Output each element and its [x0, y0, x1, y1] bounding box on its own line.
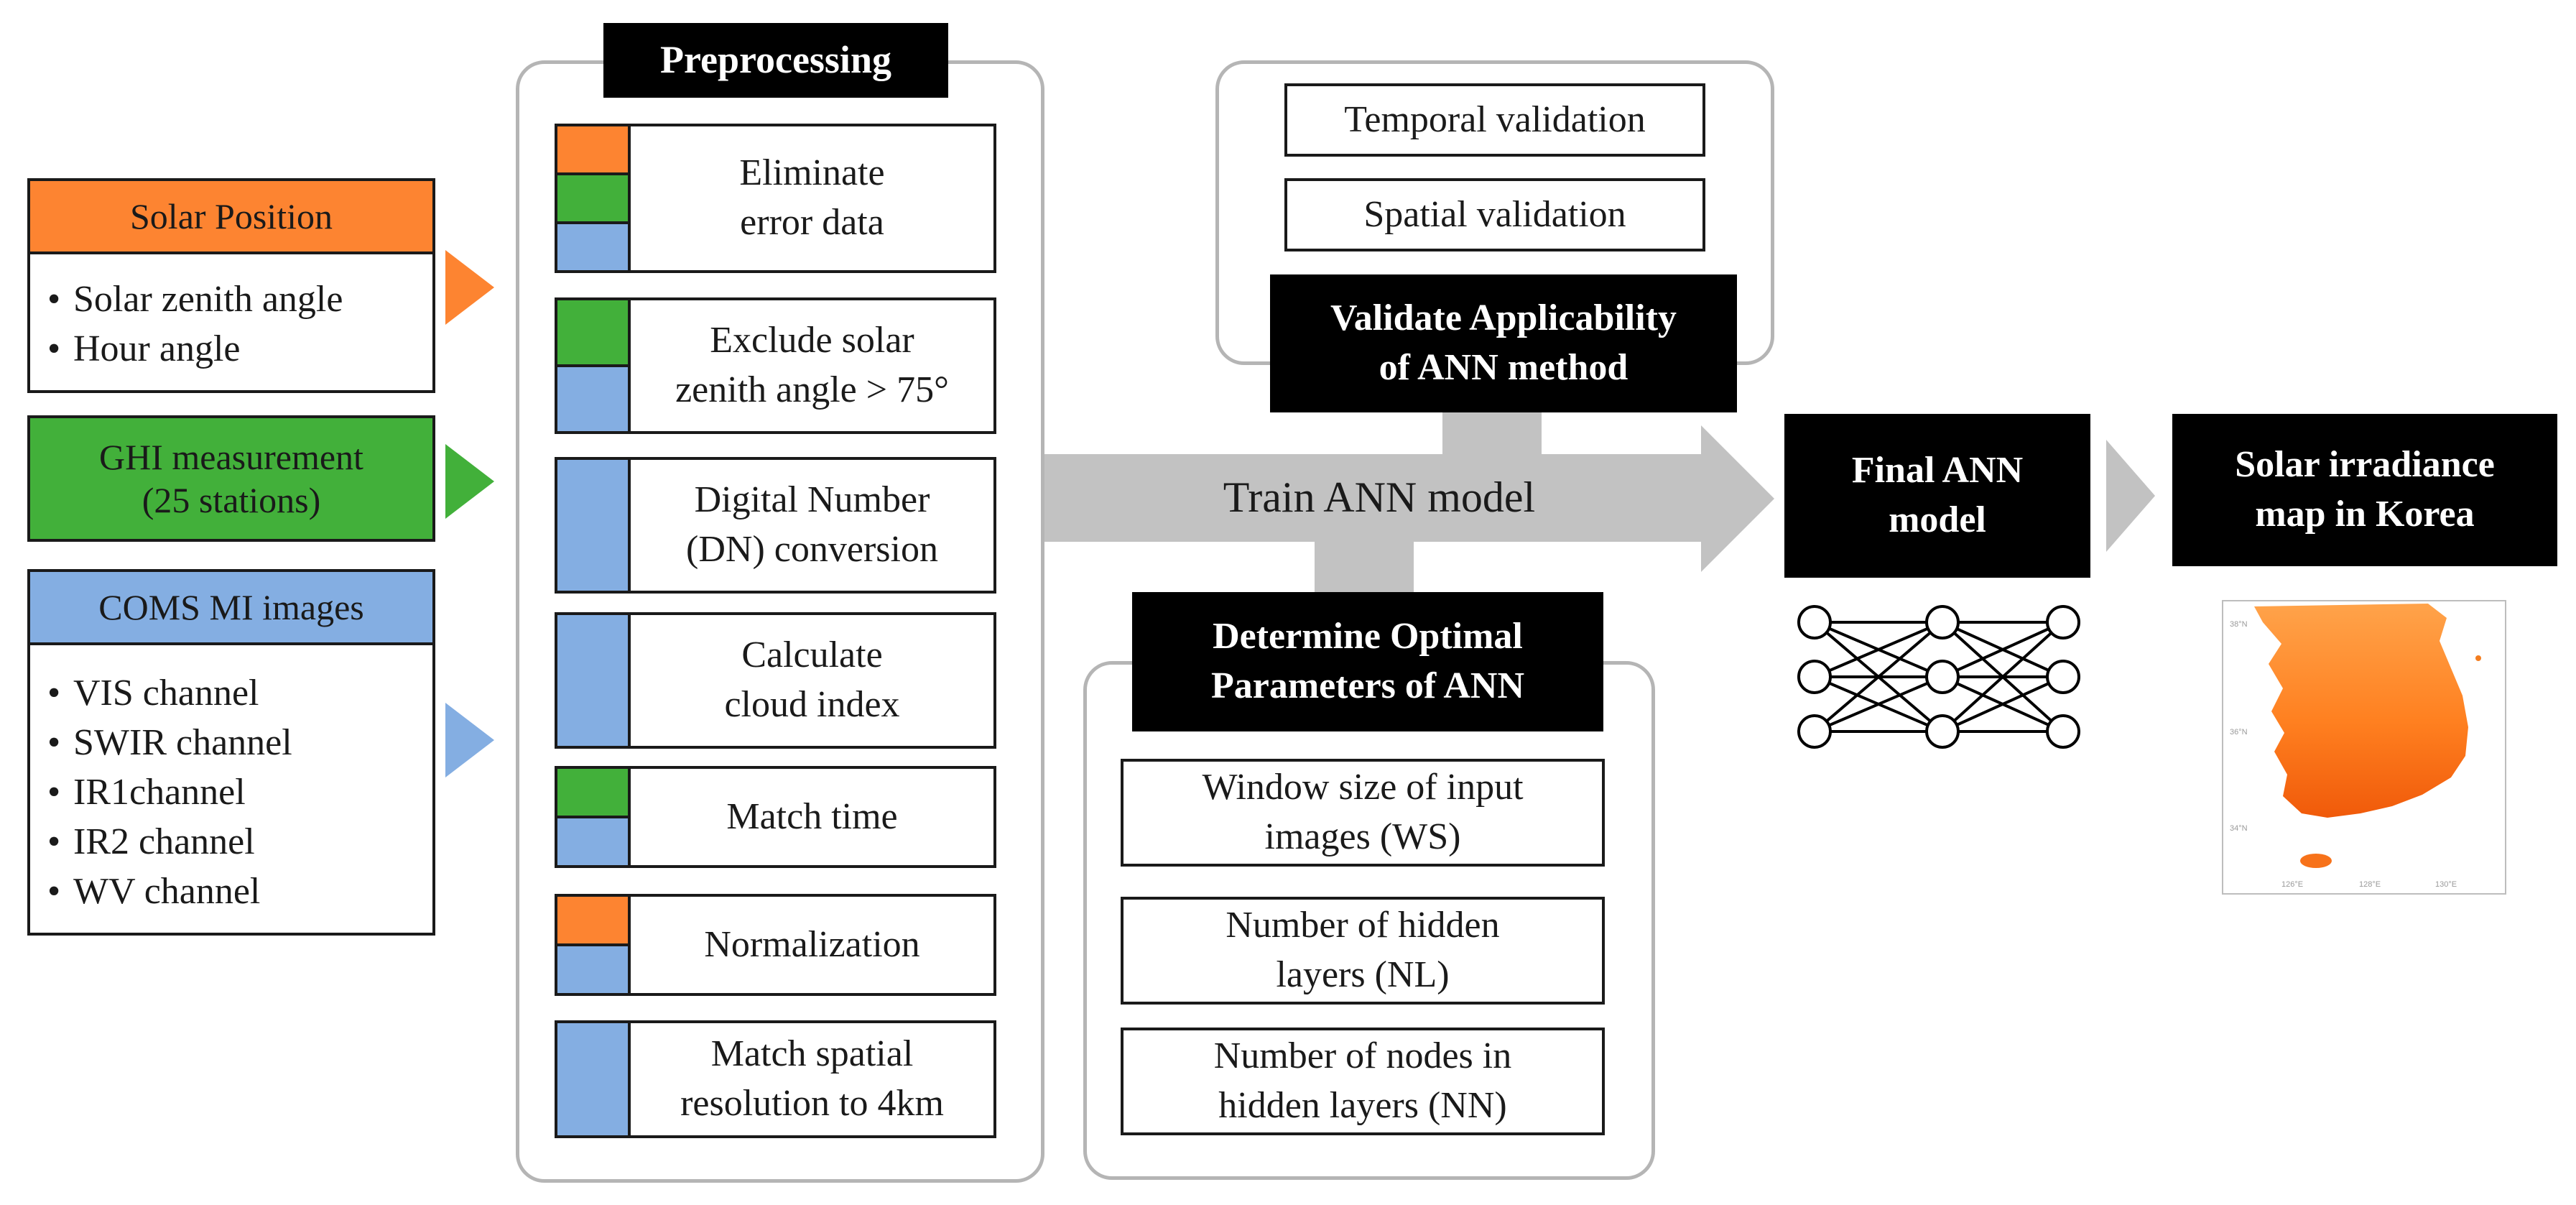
validate-applicability-title: Validate Applicability of ANN method: [1270, 274, 1737, 412]
train-ann-label: Train ANN model: [1223, 474, 1536, 522]
list-item: IR1channel: [42, 767, 432, 817]
pp-step-label: Normalization: [704, 923, 920, 965]
ghi-measurement-title: GHI measurement (25 stations): [99, 437, 363, 520]
list-item: WV channel: [42, 867, 432, 916]
pp-step-match-time: Match time: [555, 766, 996, 868]
optimal-connector: [1315, 540, 1414, 592]
solar-arrow: [445, 250, 494, 325]
svg-text:36°N: 36°N: [2230, 728, 2248, 737]
coms-mi-title: COMS MI images: [98, 587, 364, 627]
pp-step-label: Calculate cloud index: [724, 634, 900, 725]
korea-irradiance-map: 38°N 36°N 34°N 126°E 128°E 130°E: [2222, 600, 2506, 895]
solar-position-list-box: Solar zenith angle Hour angle: [27, 251, 435, 393]
pp-step-label: Eliminate error data: [739, 152, 885, 243]
solar-position-header: Solar Position: [27, 178, 435, 254]
list-item: Hour angle: [42, 324, 432, 374]
svg-text:126°E: 126°E: [2281, 880, 2303, 889]
solar-irradiance-map-title: Solar irradiance map in Korea: [2172, 414, 2557, 566]
svg-text:38°N: 38°N: [2230, 620, 2248, 629]
list-item: VIS channel: [42, 668, 432, 718]
solar-position-title: Solar Position: [130, 196, 333, 236]
pp-step-eliminate-error: Eliminate error data: [555, 124, 996, 273]
final-to-map-arrow: [2106, 440, 2155, 552]
coms-mi-list-box: VIS channel SWIR channel IR1channel IR2 …: [27, 642, 435, 936]
coms-mi-header: COMS MI images: [27, 569, 435, 645]
spatial-validation-box: Spatial validation: [1284, 178, 1705, 251]
svg-text:34°N: 34°N: [2230, 824, 2248, 833]
pp-step-label: Exclude solar zenith angle > 75°: [675, 320, 949, 410]
pp-color-strips: [557, 897, 631, 993]
preprocessing-title: Preprocessing: [603, 23, 948, 98]
pp-step-spatial-resolution: Match spatial resolution to 4km: [555, 1020, 996, 1138]
coms-mi-list: VIS channel SWIR channel IR1channel IR2 …: [42, 668, 432, 916]
pp-color-strips: [557, 615, 631, 746]
param-hidden-layers: Number of hidden layers (NL): [1121, 897, 1605, 1005]
param-window-size: Window size of input images (WS): [1121, 759, 1605, 867]
pp-color-strips: [557, 1023, 631, 1135]
pp-step-label: Match spatial resolution to 4km: [680, 1033, 944, 1124]
list-item: SWIR channel: [42, 718, 432, 767]
pp-color-strips: [557, 460, 631, 591]
temporal-validation-box: Temporal validation: [1284, 83, 1705, 157]
train-arrow-head: [1701, 425, 1774, 572]
ghi-arrow: [445, 444, 494, 519]
pp-color-strips: [557, 300, 631, 431]
final-ann-model-title: Final ANN model: [1784, 414, 2090, 578]
pp-step-label: Match time: [726, 795, 898, 837]
list-item: Solar zenith angle: [42, 274, 432, 324]
svg-text:130°E: 130°E: [2435, 880, 2457, 889]
pp-step-dn-conversion: Digital Number (DN) conversion: [555, 457, 996, 594]
train-arrow-shaft: [1042, 454, 1704, 542]
pp-step-cloud-index: Calculate cloud index: [555, 612, 996, 749]
pp-step-exclude-zenith: Exclude solar zenith angle > 75°: [555, 297, 996, 434]
solar-position-list: Solar zenith angle Hour angle: [42, 274, 432, 374]
list-item: IR2 channel: [42, 817, 432, 867]
pp-step-label: Digital Number (DN) conversion: [686, 479, 938, 570]
validation-connector: [1442, 412, 1542, 457]
optimal-parameters-title: Determine Optimal Parameters of ANN: [1132, 592, 1603, 731]
svg-text:128°E: 128°E: [2359, 880, 2381, 889]
pp-step-normalization: Normalization: [555, 894, 996, 996]
ghi-measurement-box: GHI measurement (25 stations): [27, 415, 435, 542]
neural-network-icon: [1797, 605, 2080, 749]
pp-color-strips: [557, 769, 631, 865]
coms-arrow: [445, 703, 494, 777]
param-nodes-hidden: Number of nodes in hidden layers (NN): [1121, 1028, 1605, 1135]
pp-color-strips: [557, 126, 631, 270]
